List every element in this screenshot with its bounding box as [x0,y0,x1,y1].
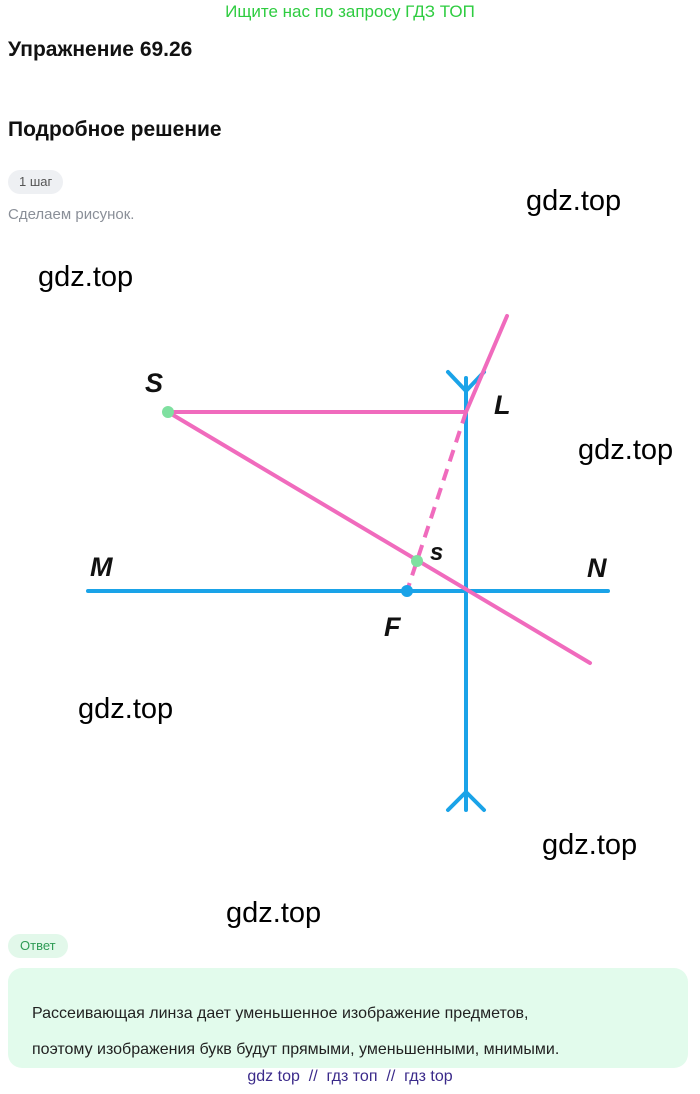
top-banner: Ищите нас по запросу ГДЗ ТОП [225,2,475,21]
ray-through-center [166,410,592,665]
ray-refracted [464,314,509,414]
step-text: Сделаем рисунок. [8,206,135,223]
label-L: L [494,390,511,420]
exercise-title: Упражнение 69.26 [8,38,193,61]
watermark: gdz.top [78,693,174,725]
label-s: s [430,539,443,566]
watermark: gdz.top [226,897,322,929]
watermark: gdz.top [578,434,674,466]
ray-extension-dashed [405,411,468,592]
label-S: S [145,368,163,398]
answer-line-2: поэтому изображения букв будут прямыми, … [32,1041,560,1058]
lens-bottom-arrowhead [446,790,486,812]
lens-top-arrowhead [446,370,486,393]
watermark: gdz.top [542,829,638,861]
answer-badge: Ответ [8,934,68,958]
point-source [162,406,174,418]
watermark: gdz.top [38,261,134,293]
answer-line-1: Рассеивающая линза дает уменьшенное изоб… [32,1005,529,1022]
label-F: F [384,612,402,642]
step-badge: 1 шаг [8,170,64,194]
footer-links[interactable]: gdz top // гдз топ // гдз top [247,1068,453,1085]
point-focus [401,585,413,597]
label-M: M [90,552,113,582]
answer-box: Рассеивающая линза дает уменьшенное изоб… [8,968,688,1068]
label-N: N [587,553,607,583]
solution-title: Подробное решение [8,118,222,141]
watermark: gdz.top [526,185,622,217]
point-image [411,555,423,567]
